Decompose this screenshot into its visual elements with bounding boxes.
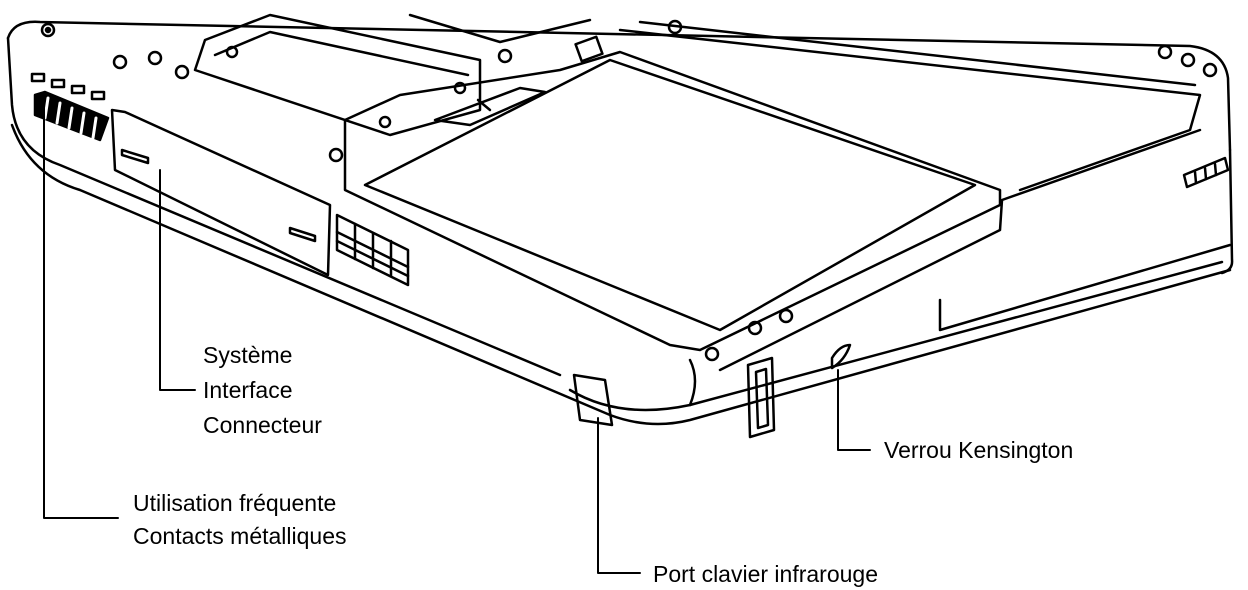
label-metal-contacts: Contacts métalliques	[133, 523, 347, 549]
laptop-left-edge	[6, 36, 562, 377]
laptop-front-lip	[568, 260, 1224, 412]
laptop-bottom-edge	[10, 123, 1232, 426]
laptop-corner-ridge	[688, 358, 697, 407]
small-square	[574, 35, 604, 63]
battery-inner	[363, 58, 977, 332]
label-kensington-lock: Verrou Kensington	[884, 437, 1074, 463]
vent-grille	[335, 213, 410, 287]
label-infrared-port: Port clavier infrarouge	[653, 561, 878, 587]
label-connector: Connecteur	[203, 412, 322, 438]
side-shoulder	[718, 128, 1202, 372]
screws	[40, 19, 1218, 362]
leader-kensington	[837, 369, 871, 451]
right-panel	[618, 28, 1202, 192]
right-panel-top	[638, 20, 1197, 87]
infrared-port	[572, 373, 614, 427]
memory-cover	[193, 13, 482, 137]
label-frequent-use: Utilisation fréquente	[133, 490, 337, 516]
battery-outer	[343, 50, 1002, 352]
label-system: Système	[203, 342, 293, 368]
leader-metal-contacts	[43, 104, 119, 519]
connector-clip-1	[120, 148, 150, 165]
battery-latch	[433, 86, 547, 127]
right-edge-slot	[1182, 156, 1230, 189]
laptop-top-outline	[6, 20, 1232, 152]
leader-system-connector	[159, 169, 196, 391]
label-interface: Interface	[203, 377, 293, 403]
side-connector-inner	[754, 367, 770, 430]
side-step	[938, 243, 1232, 332]
hdd-panel	[408, 13, 592, 44]
connector-clip-2	[288, 226, 317, 243]
kensington-slot	[830, 343, 852, 370]
battery-latch-2	[476, 98, 492, 112]
laptop-right-edge	[1220, 148, 1234, 275]
side-connector	[746, 356, 776, 439]
system-interface-connector	[110, 108, 332, 277]
right-edge-slot-ribs	[1193, 162, 1218, 185]
leader-infrared-port	[597, 417, 641, 574]
metal-contacts	[30, 72, 110, 142]
memory-cover-inner	[213, 30, 470, 77]
